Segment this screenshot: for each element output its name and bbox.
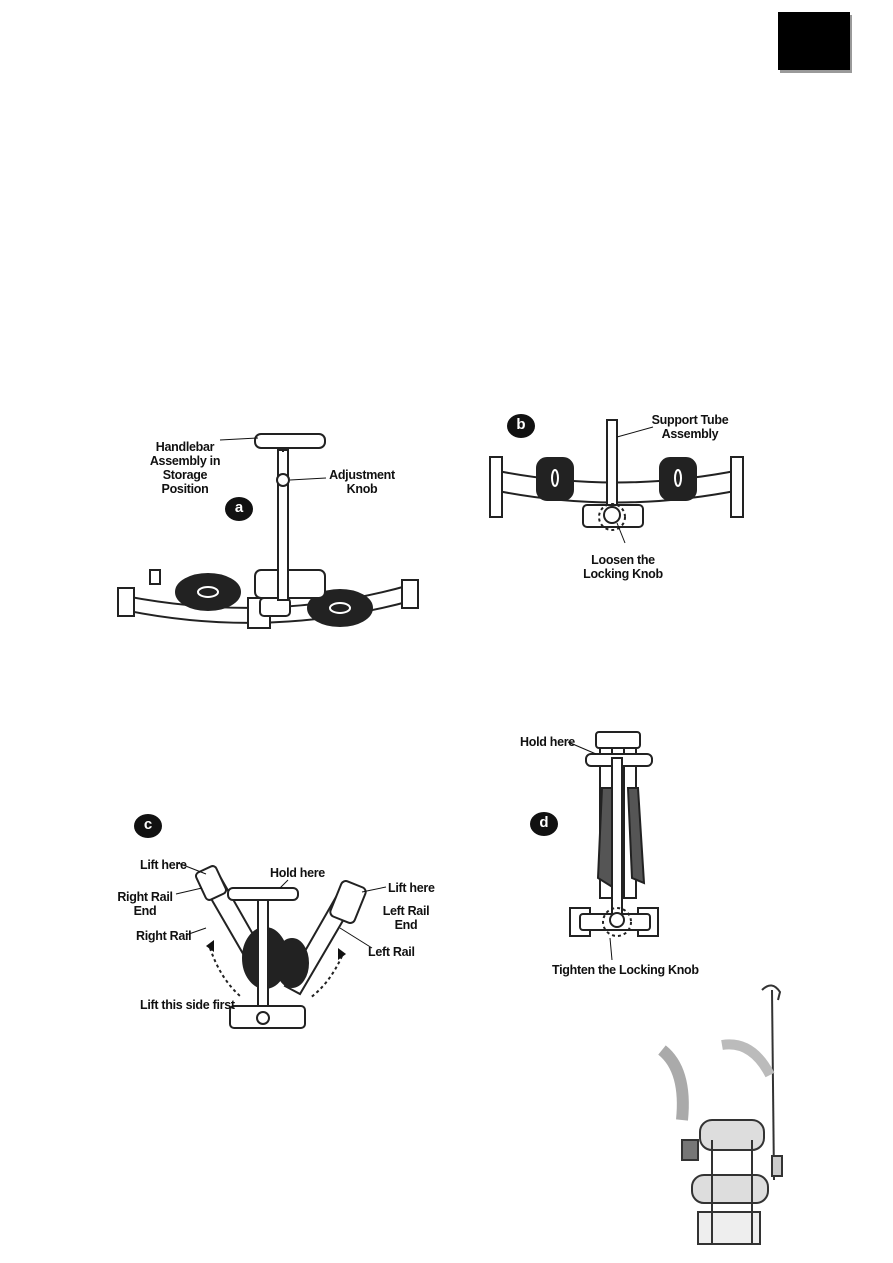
figure-d-drawing <box>567 731 659 961</box>
hold-here-label: Hold here <box>270 866 325 880</box>
label-line: Handlebar <box>155 440 215 454</box>
loosen-knob-label: Loosen the Locking Knob <box>573 553 673 581</box>
support-tube-label: Support Tube Assembly <box>645 413 735 441</box>
figure-a: Handlebar Assembly in Storage Position A… <box>110 420 440 660</box>
figure-c: c Lift here Right Rail End Right Rail Ho… <box>110 808 440 1038</box>
right-rail-end-label: Right Rail End <box>110 890 180 918</box>
figure-c-drawing <box>175 862 387 1029</box>
left-rail-end-label: Left Rail End <box>376 904 436 932</box>
figure-b-badge: b <box>507 414 535 438</box>
figure-a-drawing <box>117 433 419 629</box>
right-rail-label: Right Rail <box>136 929 192 943</box>
lift-this-side-first-label: Lift this side first <box>140 998 235 1012</box>
lift-here-left-label: Lift here <box>140 858 187 872</box>
figure-d: Hold here d Tighten the Locking Knob <box>520 728 720 988</box>
figure-d-badge: d <box>530 812 558 836</box>
label-line: Knob <box>346 482 378 496</box>
label-line: Adjustment <box>329 468 395 482</box>
label-line: Assembly <box>661 427 719 441</box>
label-line: Storage <box>162 468 208 482</box>
lift-here-right-label: Lift here <box>388 881 435 895</box>
label-line: End <box>394 918 418 932</box>
handlebar-assembly-label: Handlebar Assembly in Storage Position <box>140 440 230 496</box>
figure-c-badge: c <box>134 814 162 838</box>
label-line: Loosen the <box>591 553 655 567</box>
label-line: Assembly in <box>149 454 221 468</box>
label-line: Position <box>161 482 209 496</box>
hold-here-label: Hold here <box>520 735 575 749</box>
label-line: Left Rail <box>382 904 430 918</box>
figure-b-drawing <box>489 419 744 544</box>
usage-photo <box>652 980 812 1250</box>
label-line: Right Rail <box>117 890 173 904</box>
label-line: Support Tube <box>651 413 729 427</box>
figure-b: b Support Tube Assembly Loosen the Locki… <box>485 405 755 595</box>
left-rail-label: Left Rail <box>368 945 415 959</box>
label-line: Locking Knob <box>583 567 663 581</box>
tighten-knob-label: Tighten the Locking Knob <box>552 963 699 977</box>
usage-photo-drawing <box>657 984 783 1245</box>
figure-a-badge: a <box>225 497 253 521</box>
label-line: End <box>133 904 157 918</box>
adjustment-knob-label: Adjustment Knob <box>322 468 402 496</box>
page-tab-marker <box>778 12 850 70</box>
